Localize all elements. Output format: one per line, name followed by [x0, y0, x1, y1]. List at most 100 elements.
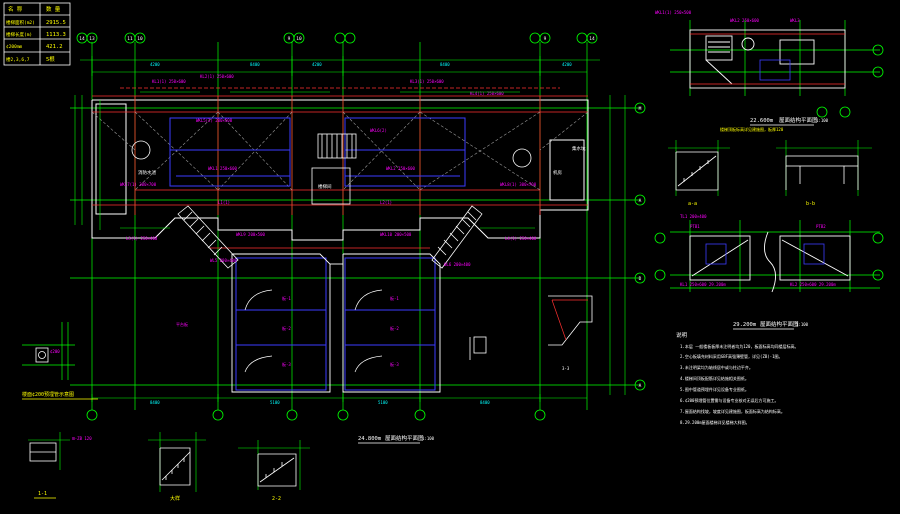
- dimension-line-top: [80, 56, 600, 76]
- inner-dimension-marks: [99, 91, 535, 230]
- bottom-section-detail-a: 大样: [148, 432, 206, 502]
- section-a-a: a-a: [668, 140, 730, 207]
- svg-text:L1(1): L1(1): [218, 200, 230, 205]
- axis-bubble-label: 11: [127, 36, 133, 42]
- lower-room-curves: [244, 289, 383, 373]
- bottom-section-detail-b: 2-2: [238, 440, 310, 502]
- legend-row-label: ¢200mm: [6, 44, 23, 50]
- right-plan-title: 屋面结构平面图: [760, 320, 799, 328]
- svg-text:楼梯顶板标高详见建施图，板厚120: 楼梯顶板标高详见建施图，板厚120: [720, 126, 784, 132]
- roof-slope-lines: [91, 111, 589, 191]
- note-line: 4.楼梯间顶板配筋详见结施相关图纸。: [680, 375, 749, 381]
- room-label: 消防水池: [138, 169, 156, 176]
- left-detail-pipe: ¢200 楼面¢200预埋管示意图: [22, 322, 98, 400]
- beam-lines: [92, 87, 588, 249]
- axis-bubble-label: M: [639, 106, 642, 112]
- pool-tag: 板-3: [390, 361, 399, 367]
- plan-title-scale: 1:100: [422, 436, 435, 441]
- svg-text:WKL9 200×500: WKL9 200×500: [236, 232, 265, 237]
- legend-row-value: 1113.3: [46, 32, 66, 38]
- legend-row-value: 421.2: [46, 44, 63, 50]
- svg-text:WKL1(1) 250×500: WKL1(1) 250×500: [655, 10, 692, 15]
- note-line: 3.未注明梁均为轴线居中或与柱边平齐。: [680, 364, 753, 370]
- room-label: 楼梯间: [318, 183, 332, 190]
- axis-bubbles-right: [634, 102, 646, 391]
- diagonal-stair-right: [431, 205, 483, 269]
- room-label: 机房: [553, 169, 562, 176]
- axis-bubble-label: 10: [137, 36, 143, 42]
- legend-row-label: 楼梯面积(m2): [6, 19, 35, 26]
- design-notes: 说明 1.本层 一般楼板板厚未注明者均为120，板面标高均同楼层标高。 2.空心…: [676, 331, 798, 425]
- svg-text:KL4(1) 250×600: KL4(1) 250×600: [470, 91, 504, 96]
- svg-text:KL2(1) 250×600: KL2(1) 250×600: [200, 74, 234, 79]
- section-label: a-a: [688, 201, 697, 207]
- svg-text:¢200: ¢200: [50, 349, 60, 354]
- svg-text:WKL8(1) 300×700: WKL8(1) 300×700: [500, 182, 537, 187]
- central-stair: [311, 133, 357, 205]
- dimension-line-right: [609, 95, 626, 395]
- svg-text:WKL1 250×600: WKL1 250×600: [208, 166, 237, 171]
- note-line: 6.¢200预埋管位置需与设备专业核对无误后方可施工。: [680, 397, 778, 403]
- axis-bubble-label: 14: [79, 36, 85, 42]
- section-label: 大样: [170, 495, 180, 502]
- round-tank: [131, 140, 532, 168]
- plan-title-text: 屋面结构平面图: [385, 434, 424, 442]
- axis-bubble-label: A: [639, 383, 642, 389]
- structural-blue-lines: [169, 117, 466, 391]
- svg-text:5100: 5100: [378, 400, 388, 405]
- left-detail-1-1: Ⅲ-ZB 120 1-1: [28, 432, 92, 499]
- axis-bubble-label: 13: [89, 36, 95, 42]
- legend-header-qty: 数 量: [46, 5, 61, 13]
- axis-bubbles-bottom: [86, 409, 546, 421]
- axis-bubble-label: 9: [544, 36, 547, 42]
- svg-text:5100: 5100: [270, 400, 280, 405]
- svg-text:WKL2 250×600: WKL2 250×600: [386, 166, 415, 171]
- note-line: 7.屋面结构找坡，坡度详见建施图，板面标高为结构标高。: [680, 408, 785, 414]
- svg-text:PTB2: PTB2: [816, 224, 826, 229]
- svg-text:TL1 200×400: TL1 200×400: [680, 214, 707, 219]
- svg-text:平台板: 平台板: [176, 321, 188, 327]
- room-label: 集水坑: [572, 145, 586, 152]
- svg-text:WKL6(2): WKL6(2): [370, 128, 387, 133]
- svg-text:WKL10 200×500: WKL10 200×500: [380, 232, 412, 237]
- svg-text:4200: 4200: [562, 62, 572, 67]
- pool-tag: 板-2: [282, 325, 291, 331]
- svg-text:WL5 200×400: WL5 200×400: [210, 258, 237, 263]
- svg-text:8400: 8400: [250, 62, 260, 67]
- note-line: 8.29.200m屋面楼梯详见楼梯大样图。: [680, 419, 750, 425]
- axis-bubble-label: D: [639, 276, 642, 282]
- pool-tag: 板-2: [390, 325, 399, 331]
- legend-row-value: 5根: [46, 55, 55, 63]
- axis-bubbles-top: [76, 32, 598, 44]
- note-line: 5.图中管道预埋件详见设备专业图纸。: [680, 386, 749, 392]
- legend-row-label: 楼梯长度(m): [6, 31, 32, 38]
- svg-text:L3(1) 250×400: L3(1) 250×400: [126, 236, 158, 241]
- note-line: 1.本层 一般楼板板厚未注明者均为120，板面标高均同楼层标高。: [680, 343, 798, 349]
- svg-text:L2(1): L2(1): [380, 200, 392, 205]
- roof-edge-detail: 3-3: [469, 295, 593, 371]
- svg-text:4200: 4200: [312, 62, 322, 67]
- svg-text:WKL3: WKL3: [790, 18, 800, 23]
- main-plan: 14 13 11 10 9 10 9 14 M A D: [70, 32, 646, 444]
- svg-text:PTB1: PTB1: [690, 224, 700, 229]
- dimension-tags: 4200 8400 4200 8400 4200 8400 5100 5100 …: [150, 62, 572, 405]
- dimension-line-left: [74, 95, 83, 225]
- section-label: 1-1: [38, 491, 47, 497]
- top-right-plan-title: 屋面结构平面图: [779, 116, 818, 124]
- plan-title-elevation: 24.800m: [358, 436, 382, 442]
- svg-text:8400: 8400: [440, 62, 450, 67]
- note-line: 2.空心板填充材料采用GBF高强薄壁管，详见(ZB)-1图。: [680, 353, 783, 359]
- top-right-plan: WKL1(1) 250×500 WKL2 250×600 WKL3 22.600…: [655, 10, 884, 132]
- legend-table: [3, 2, 71, 66]
- svg-text:WKL5(2) 200×500: WKL5(2) 200×500: [196, 118, 233, 123]
- section-b-b: b-b: [776, 140, 872, 207]
- svg-text:KL3(1) 250×600: KL3(1) 250×600: [410, 79, 444, 84]
- right-stair-plan: TL1 200×400 PTB1 PTB2 KL1 250×600 29.200…: [654, 214, 884, 330]
- svg-text:KL2 250×600 29.200m: KL2 250×600 29.200m: [790, 282, 836, 287]
- legend-row-value: 2915.5: [46, 20, 66, 26]
- svg-text:Ⅲ-ZB 120: Ⅲ-ZB 120: [72, 436, 92, 441]
- axis-bubble-label: 10: [296, 36, 302, 42]
- top-right-plan-scale: 1:100: [816, 118, 829, 123]
- top-right-plan-elevation: 22.600m: [750, 118, 774, 124]
